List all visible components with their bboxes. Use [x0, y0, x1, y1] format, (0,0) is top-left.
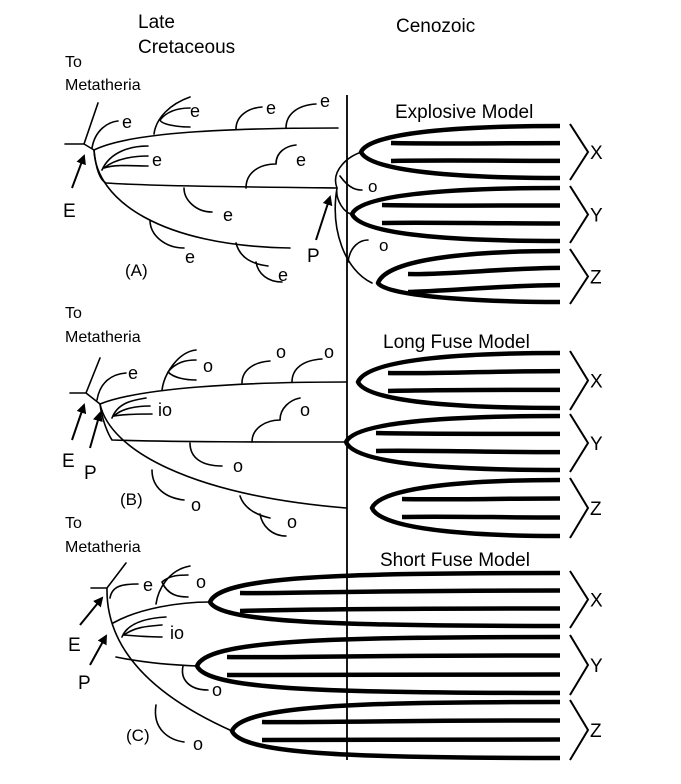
clade-label: Y: [590, 434, 603, 455]
crown-clade: [207, 570, 561, 629]
lineage-2: [115, 656, 198, 667]
crown-clade: [369, 477, 561, 539]
lineage-1: [112, 601, 211, 624]
tag-origin: o: [276, 342, 286, 362]
crown-clade: [194, 634, 561, 696]
clade-brace: [569, 699, 590, 761]
lineage-2: [99, 403, 347, 443]
tag-extinct: e: [152, 150, 162, 170]
tag-origin: io: [158, 400, 172, 420]
period-label-late: Late: [138, 12, 175, 33]
tag-extinct: e: [278, 265, 288, 285]
tag-origin: o: [379, 236, 388, 255]
marker-e-label: E: [62, 451, 75, 472]
clade-brace: [569, 570, 590, 629]
tag-origin: o: [212, 680, 222, 700]
crown-clade: [229, 699, 561, 761]
clade-label: X: [590, 591, 603, 612]
tag-origin: o: [191, 495, 201, 515]
tag-origin: o: [368, 177, 377, 196]
crown-clade: [349, 185, 561, 244]
marker-e-arrow: [79, 596, 104, 626]
clade-label: Z: [590, 499, 602, 520]
tag-extinct: e: [122, 112, 132, 132]
tag-origin: o: [324, 342, 334, 362]
outgroup-label-metatheria: Metatheria: [65, 77, 141, 94]
clade-brace: [569, 185, 590, 244]
model-title: Explosive Model: [395, 102, 533, 123]
marker-e-arrow: [71, 154, 86, 189]
clade-brace: [569, 634, 590, 696]
clade-label: X: [590, 143, 603, 164]
clade-label: Y: [590, 656, 603, 677]
panel-label: (A): [125, 261, 148, 280]
tag-origin: o: [193, 734, 203, 754]
tag-extinct: e: [128, 363, 138, 383]
marker-p-arrow: [89, 411, 103, 449]
clade-brace: [569, 350, 590, 411]
metatheria-branch: [64, 102, 99, 151]
marker-p-label: P: [78, 673, 91, 694]
crown-clade: [375, 248, 561, 305]
panel-b: To Metatheria e o o o io o o o o E P (B)…: [62, 305, 530, 537]
marker-e-label: E: [63, 201, 76, 222]
marker-p-arrow: [315, 195, 333, 241]
clade-label: Y: [590, 206, 603, 227]
outgroup-label-to: To: [65, 515, 82, 532]
outgroup-label-metatheria: Metatheria: [65, 539, 141, 556]
metatheria-branch: [69, 357, 101, 405]
marker-e-label: E: [68, 635, 81, 656]
lineage-1: [99, 381, 347, 405]
panel-label: (B): [120, 490, 143, 509]
metatheria-branch: [90, 562, 233, 732]
tag-extinct: e: [223, 205, 233, 225]
crown-clade: [343, 413, 561, 473]
tag-origin: o: [287, 512, 297, 532]
crown-clades: X Y Z X Y Z X Y Z: [194, 123, 603, 761]
clade-label: Z: [590, 268, 602, 289]
period-label-cretaceous: Cretaceous: [138, 37, 235, 58]
tag-origin: o: [233, 456, 243, 476]
tag-origin: o: [300, 400, 310, 420]
tag-origin: o: [196, 572, 206, 592]
tag-extinct: e: [320, 91, 330, 111]
panel-c: To Metatheria e o io o o E P (C) Short F…: [65, 515, 530, 754]
tag-extinct: e: [185, 247, 195, 267]
model-title: Long Fuse Model: [383, 332, 530, 353]
clade-label: Z: [590, 721, 602, 742]
crown-clade: [355, 350, 561, 411]
period-label-cenozoic: Cenozoic: [396, 16, 475, 37]
tag-origin: o: [203, 356, 213, 376]
marker-p-label: P: [84, 463, 97, 484]
tag-extinct: e: [296, 150, 306, 170]
clade-brace: [569, 248, 590, 305]
lineage-3: [93, 149, 291, 249]
clade-brace: [569, 123, 590, 181]
tag-origin: io: [170, 623, 184, 643]
tag-extinct: e: [143, 575, 153, 595]
model-title: Short Fuse Model: [380, 550, 530, 571]
crown-clade: [358, 123, 561, 181]
clade-brace: [569, 477, 590, 539]
marker-p-label: P: [307, 246, 320, 267]
outgroup-label-metatheria: Metatheria: [65, 329, 141, 346]
clade-brace: [569, 413, 590, 473]
clade-label: X: [590, 372, 603, 393]
marker-e-arrow: [71, 403, 87, 441]
tag-extinct: e: [190, 101, 200, 121]
tag-extinct: e: [266, 98, 276, 118]
lineage-3: [99, 403, 347, 509]
lineage-1: [93, 127, 339, 151]
marker-p-arrow: [89, 634, 107, 666]
panel-label: (C): [126, 726, 150, 745]
outgroup-label-to: To: [65, 305, 82, 322]
outgroup-label-to: To: [65, 54, 82, 71]
panel-a: To Metatheria e e e e e e e e e E P (A) …: [63, 54, 533, 285]
